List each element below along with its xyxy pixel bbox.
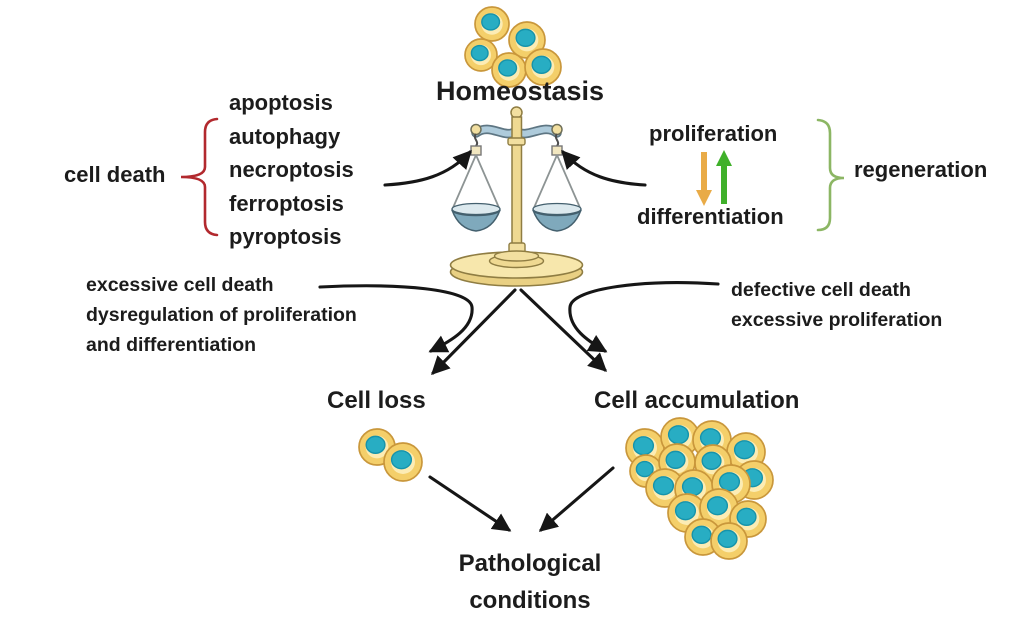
cell-icon — [474, 6, 510, 42]
scale-strings-right — [532, 154, 582, 211]
cell-icon — [464, 38, 498, 72]
cell-icon — [358, 428, 396, 466]
scale-pan-right — [532, 209, 582, 232]
cell-death-type-list: apoptosis autophagy necroptosis ferropto… — [229, 86, 354, 254]
scale-pan-left — [451, 209, 501, 232]
arrow-cell-loss-to-pathological — [428, 475, 512, 532]
arrow-scale-to-cell-loss — [431, 288, 517, 375]
cell-icon — [491, 52, 527, 88]
cell-death-label: cell death — [64, 162, 166, 187]
cell-death-type: ferroptosis — [229, 190, 344, 216]
left-imbalance-text: excessive cell death dysregulation of pr… — [86, 274, 357, 356]
cell-loss-cells-icon — [358, 428, 423, 482]
cell-icon — [524, 48, 562, 86]
cell-icon — [383, 442, 423, 482]
right-imbalance-text: defective cell death excessive prolifera… — [731, 279, 943, 331]
arrow-right-imbalance-curved — [568, 281, 720, 353]
arrow-scale-to-cell-accumulation — [519, 288, 608, 372]
pathological-conditions-label: Pathological conditions — [458, 550, 602, 614]
cell-icon — [710, 522, 748, 560]
balance-scale-icon — [449, 106, 584, 287]
scale-strings-left — [451, 154, 501, 211]
cell-death-type: apoptosis — [229, 90, 333, 115]
arrow-left-imbalance-curved — [318, 284, 474, 353]
arrow-regeneration-to-scale — [561, 149, 647, 187]
homeostasis-label: Homeostasis — [436, 76, 605, 106]
homeostasis-cell-cluster-icon — [464, 6, 562, 88]
cell-death-type: pyroptosis — [229, 224, 342, 249]
cell-loss-label: Cell loss — [327, 387, 426, 414]
cell-icon — [508, 21, 546, 59]
regeneration-bracket — [816, 118, 845, 232]
cell-death-type: necroptosis — [229, 157, 354, 182]
scale-hook-right — [554, 133, 560, 147]
scale-hook-left — [473, 133, 479, 147]
cell-icon — [660, 417, 700, 457]
regeneration-label: regeneration — [854, 157, 988, 182]
proliferation-differentiation-arrows — [696, 150, 732, 206]
differentiation-label: differentiation — [637, 204, 784, 229]
arrow-cell-accumulation-to-pathological — [538, 466, 615, 532]
scale-pillar — [511, 116, 523, 250]
proliferation-label: proliferation — [649, 121, 778, 146]
cell-icon — [645, 468, 685, 508]
cell-death-type: autophagy — [229, 123, 341, 149]
arrow-cell-death-to-scale — [383, 149, 472, 187]
cell-accumulation-cells-icon — [625, 417, 774, 560]
cell-accumulation-label: Cell accumulation — [594, 387, 800, 414]
cell-death-bracket — [180, 117, 219, 237]
